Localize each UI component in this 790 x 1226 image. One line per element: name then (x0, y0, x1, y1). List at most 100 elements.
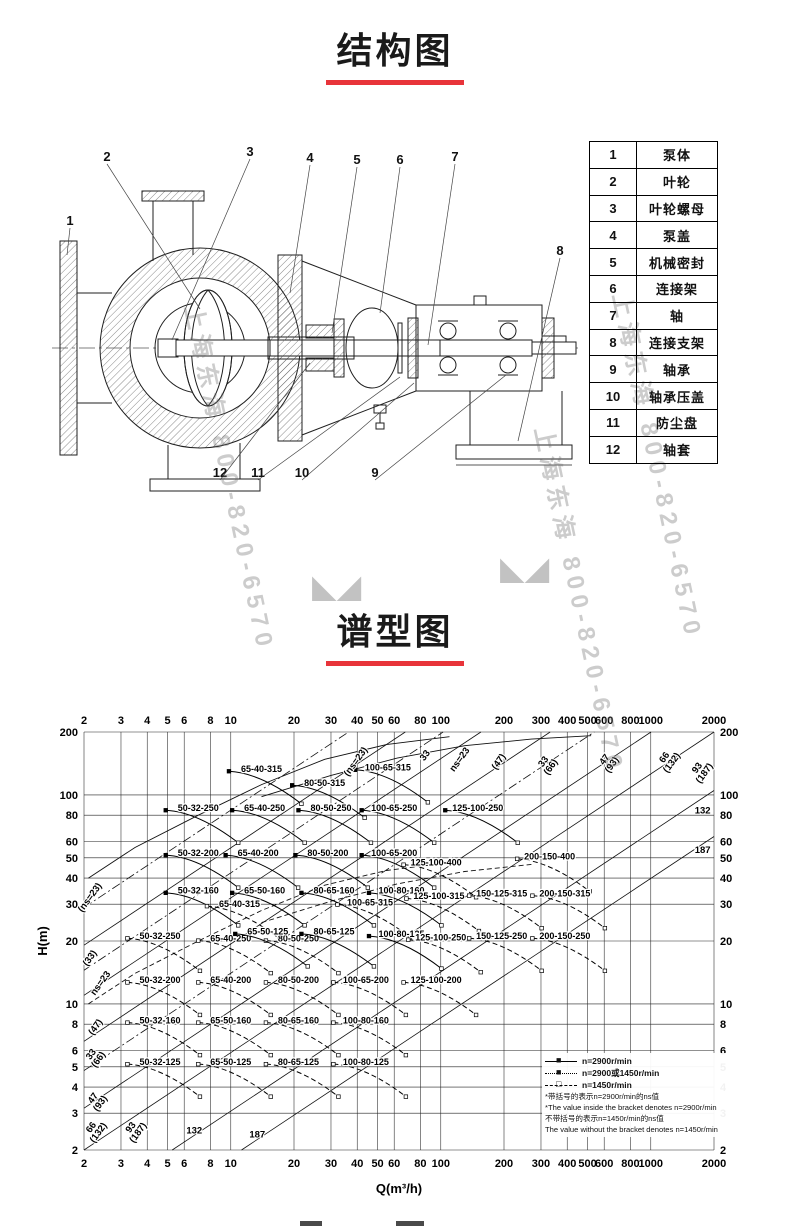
chart-svg: H(m) Q(m³/h) 223344556688101020203030404… (35, 715, 738, 1196)
pump-cover (277, 254, 303, 442)
bearing-housing (407, 295, 555, 392)
part-name-cell: 叶轮 (636, 167, 718, 196)
pump-model-label: 50-32-200 (139, 975, 180, 985)
casing-foot (149, 443, 261, 492)
x-tick-bottom: 8 (207, 1158, 213, 1170)
pump-model-label: 150-125-315 (476, 888, 527, 898)
chart-legend: ■n=2900r/min■n=2900或1450r/min□n=1450r/mi… (542, 1053, 728, 1137)
curve-marker (425, 800, 431, 805)
ns-value-label: 93(187) (120, 1115, 149, 1145)
curve-marker (336, 1094, 341, 1099)
pump-curve-segment (228, 770, 302, 805)
pump-curve-segment (265, 981, 339, 1016)
y-tick-right: 40 (720, 873, 732, 885)
pump-model-label: 100-65-250 (371, 803, 417, 813)
ns-value-label: (33) (81, 948, 100, 968)
x-tick-bottom: 20 (288, 1158, 300, 1170)
pump-curve-segment (165, 854, 239, 888)
curve-marker (125, 1020, 130, 1025)
pump-model-label: 80-50-200 (278, 975, 319, 985)
pump-curve-segment (206, 905, 280, 940)
legend-label: n=2900或1450r/min (582, 1068, 660, 1078)
legend-item: ■n=2900或1450r/min (545, 1067, 725, 1079)
part-number-cell: 5 (589, 248, 637, 276)
ns-value-label: (47) (490, 752, 509, 772)
curve-marker (296, 808, 301, 813)
curve-marker (602, 926, 608, 931)
pump-curve-segment (469, 895, 543, 929)
y-tick-left: 60 (66, 836, 78, 848)
part-number-cell: 9 (589, 355, 637, 384)
callout-leader-line (171, 158, 251, 341)
legend-note: The value without the bracket denotes n=… (545, 1125, 718, 1134)
x-tick-bottom: 400 (558, 1158, 576, 1170)
x-tick-bottom: 50 (371, 1158, 383, 1170)
pump-model-label: 65-40-200 (238, 848, 279, 858)
pump-model-label: 125-100-200 (411, 975, 462, 985)
pump-model-label: 65-50-125 (247, 927, 288, 937)
callout-leader-line (517, 257, 561, 442)
curve-marker (473, 1012, 479, 1018)
part-name-cell: 机械密封 (636, 248, 718, 276)
curve-marker (602, 968, 608, 973)
envelope-curve (88, 862, 450, 1005)
x-tick-bottom: 3 (118, 1158, 124, 1170)
pump-curve-segment (337, 904, 411, 938)
curve-marker (299, 890, 304, 896)
curve-marker (196, 1061, 201, 1067)
curve-marker (197, 1012, 203, 1018)
curve-marker (439, 923, 444, 928)
curve-marker (467, 936, 472, 941)
bearing-gland (407, 317, 419, 379)
curve-marker (268, 970, 273, 976)
curve-marker (268, 1012, 273, 1018)
curve-marker (163, 890, 168, 896)
pump-model-label: 125-100-400 (411, 857, 462, 867)
ns-value-label: 93(187) (687, 756, 716, 786)
x-axis-label: Q(m³/h) (376, 1181, 422, 1196)
curve-marker (366, 933, 372, 939)
x-tick-bottom: 60 (388, 1158, 400, 1170)
x-tick-top: 4 (144, 715, 151, 727)
curve-marker (359, 852, 364, 858)
curve-marker (263, 1061, 269, 1067)
x-tick-bottom: 10 (225, 1158, 237, 1170)
curve-marker (514, 856, 520, 862)
page-bottom-fragment (396, 1221, 424, 1226)
pump-model-label: 50-32-160 (139, 1015, 180, 1025)
legend-label: n=1450r/min (582, 1080, 632, 1090)
pump-model-label: 100-80-160 (343, 1015, 389, 1025)
x-tick-bottom: 200 (495, 1158, 513, 1170)
pump-model-label: 100-80-125 (343, 1057, 389, 1067)
pump-model-label: 150-125-250 (476, 931, 527, 941)
callout-leader-line (289, 164, 311, 294)
part-name-cell: 叶轮螺母 (636, 194, 718, 223)
pump-model-label: 100-80-160 (378, 886, 424, 896)
bearing (438, 320, 518, 376)
x-tick-bottom: 2000 (702, 1158, 726, 1170)
curve-marker (473, 895, 479, 900)
curve-marker (401, 862, 406, 867)
pump-curve-segment (355, 769, 429, 803)
y-tick-right: 6 (720, 1045, 726, 1057)
structure-section-title: 结构图 (336, 30, 454, 71)
curve-marker (366, 890, 372, 896)
pump-model-label: 80-65-160 (313, 886, 354, 896)
pump-model-label: 65-40-315 (219, 899, 260, 909)
x-tick-bottom: 1000 (639, 1158, 663, 1170)
curve-marker (443, 808, 448, 813)
pump-model-label: 200-150-315 (539, 888, 590, 898)
x-tick-bottom: 6 (181, 1158, 187, 1170)
pump-curve-segment (198, 1022, 272, 1056)
ns-value-label: (ns=23) (76, 881, 105, 915)
part-number-cell: 4 (589, 221, 637, 250)
curve-marker (236, 885, 241, 890)
pump-curve-segment (265, 1022, 339, 1056)
pump-model-label: 200-150-400 (524, 852, 575, 862)
discharge-flange (141, 190, 205, 261)
y-tick-left: 2 (72, 1145, 78, 1157)
shaft (175, 335, 577, 357)
curve-marker (478, 970, 483, 975)
pump-model-label: 125-100-250 (415, 932, 466, 942)
legend-line-sample: ■ (545, 1055, 577, 1066)
